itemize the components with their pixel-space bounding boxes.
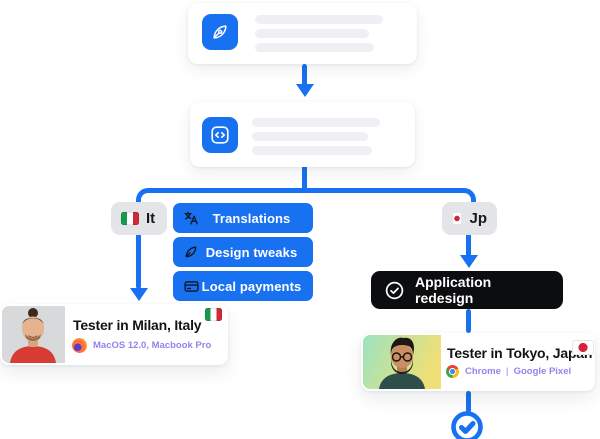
tester-title: Tester in Tokyo, Japan bbox=[447, 345, 593, 361]
skeleton-line bbox=[252, 146, 372, 155]
tester-card-milan: Tester in Milan, Italy MacOS 12.0, Macbo… bbox=[0, 304, 228, 365]
pen-icon bbox=[183, 244, 200, 261]
connector-tokyo-done bbox=[466, 391, 471, 413]
step-card-2 bbox=[190, 102, 415, 167]
connector-pill-tokyo bbox=[466, 309, 471, 333]
completed-task-pill[interactable]: Application redesign bbox=[371, 271, 563, 309]
translate-icon bbox=[183, 210, 200, 227]
branch-split-line bbox=[136, 188, 476, 209]
tester-device-row: MacOS 12.0, Macbook Pro bbox=[72, 338, 211, 353]
tester-card-tokyo: Tester in Tokyo, Japan Chrome | Google P… bbox=[361, 333, 595, 391]
task-button-translations[interactable]: Translations bbox=[173, 203, 313, 233]
arrow-down-icon bbox=[130, 288, 148, 301]
tester-photo-milan bbox=[2, 306, 65, 363]
tester-device-label: MacOS 12.0, Macbook Pro bbox=[93, 340, 212, 351]
separator: | bbox=[505, 366, 509, 377]
tester-photo-tokyo bbox=[363, 335, 441, 389]
firefox-icon bbox=[72, 338, 87, 353]
arrow-down-icon bbox=[296, 84, 314, 97]
locale-badge-italy: It bbox=[111, 202, 167, 235]
skeleton-line bbox=[255, 43, 374, 52]
task-button-label: Local payments bbox=[201, 278, 302, 294]
arrow-down-icon bbox=[460, 255, 478, 268]
locale-badge-label: It bbox=[146, 210, 156, 227]
credit-card-icon bbox=[183, 278, 200, 295]
italy-flag-icon bbox=[205, 308, 222, 321]
tester-device-row: Chrome | Google Pixel bbox=[446, 365, 571, 378]
task-button-label: Design tweaks bbox=[205, 244, 298, 260]
chrome-icon bbox=[446, 365, 459, 378]
task-button-local-payments[interactable]: Local payments bbox=[173, 271, 313, 301]
skeleton-line bbox=[252, 132, 368, 141]
tester-browser-label: Chrome bbox=[465, 366, 501, 377]
connector-step2-branch bbox=[302, 165, 307, 190]
task-button-label: Translations bbox=[212, 210, 291, 226]
japan-flag-icon bbox=[452, 212, 463, 225]
tester-device-label: Google Pixel bbox=[513, 366, 572, 377]
skeleton-line bbox=[252, 118, 380, 127]
locale-badge-japan: Jp bbox=[442, 202, 497, 235]
skeleton-line bbox=[255, 29, 369, 38]
connector-left-branch bbox=[136, 202, 141, 289]
tester-title: Tester in Milan, Italy bbox=[73, 317, 202, 333]
connector-step1-step2 bbox=[302, 64, 307, 86]
japan-flag-icon bbox=[572, 340, 594, 355]
done-check-icon bbox=[450, 410, 484, 439]
locale-badge-label: Jp bbox=[469, 210, 487, 227]
completed-task-label: Application redesign bbox=[415, 274, 492, 306]
step-card-1 bbox=[188, 3, 417, 64]
italy-flag-icon bbox=[121, 212, 139, 225]
check-circle-icon bbox=[384, 280, 405, 301]
code-icon bbox=[202, 117, 238, 153]
pen-icon bbox=[202, 14, 238, 50]
task-button-design-tweaks[interactable]: Design tweaks bbox=[173, 237, 313, 267]
skeleton-line bbox=[255, 15, 383, 24]
